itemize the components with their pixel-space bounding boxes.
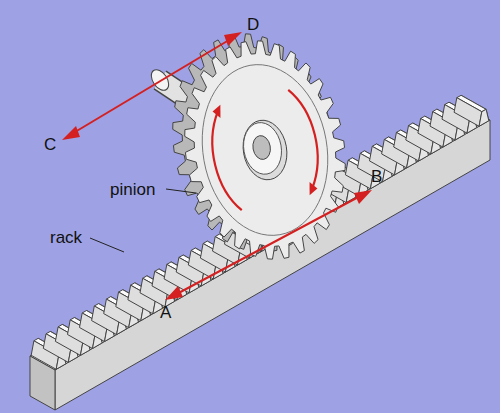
- direction-letter: A: [160, 304, 171, 321]
- rack-bar: [30, 106, 490, 410]
- direction-letter: B: [371, 168, 382, 185]
- pinion-gear: [168, 28, 362, 272]
- direction-letter: C: [44, 136, 56, 153]
- rack-tooth: [454, 98, 482, 127]
- rack-tooth: [479, 109, 489, 126]
- motion-arrows: [62, 32, 372, 300]
- leader-lines: [90, 189, 196, 252]
- part-name: rack: [50, 229, 82, 246]
- part-name: pinion: [110, 181, 155, 198]
- direction-letter: D: [247, 16, 259, 33]
